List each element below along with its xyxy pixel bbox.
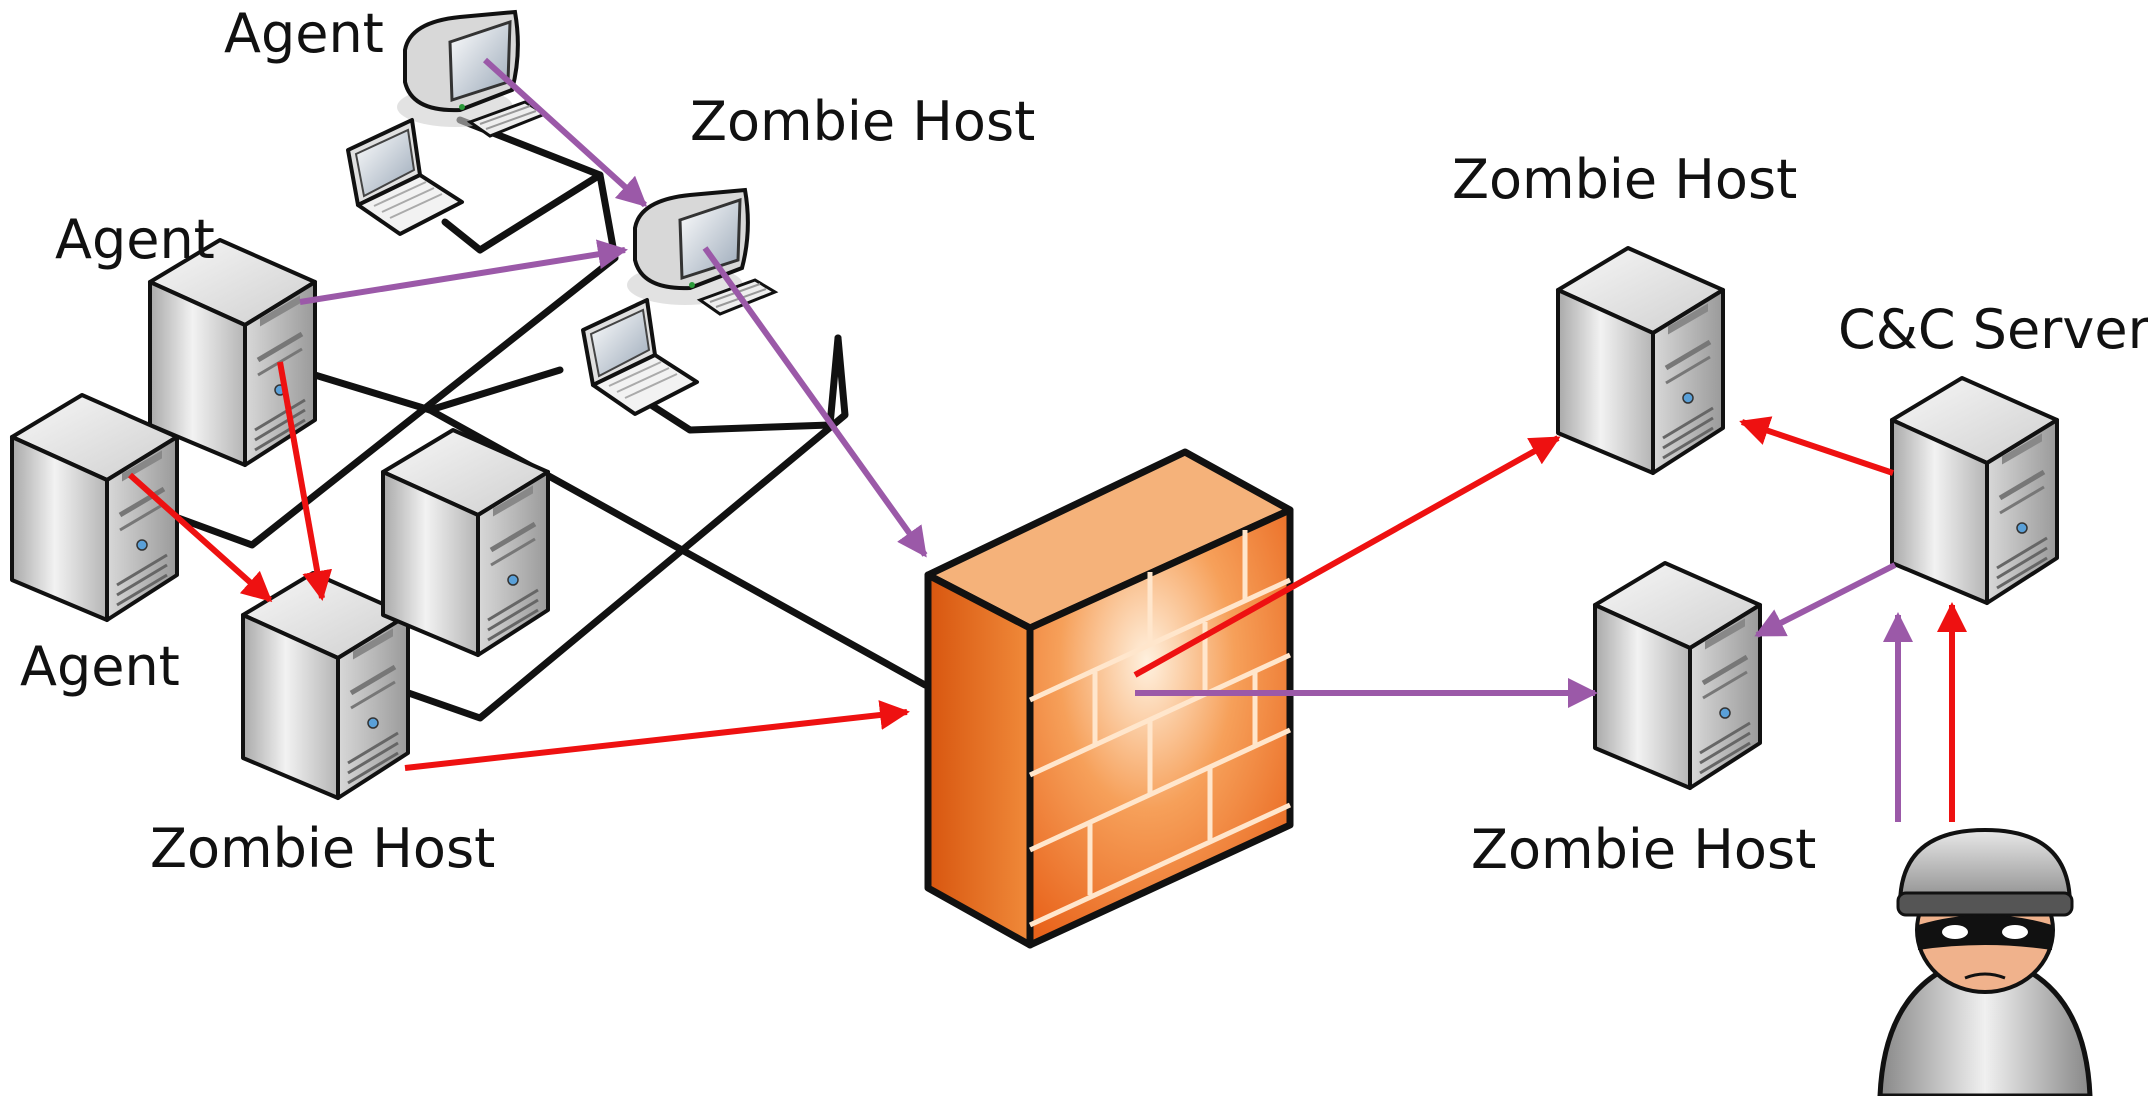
laptop-icon-top bbox=[346, 118, 464, 236]
purple-arrows bbox=[299, 57, 1913, 822]
label-zombie-top-right: Zombie Host bbox=[1452, 148, 1798, 211]
desktop-icon-agent-top bbox=[395, 10, 547, 138]
label-zombie-bottom-left: Zombie Host bbox=[150, 817, 496, 880]
label-agent-mid: Agent bbox=[55, 208, 215, 271]
red-arrows bbox=[128, 361, 1967, 822]
label-agent-top: Agent bbox=[224, 2, 384, 65]
server-icon-zombie-bottom-right bbox=[1595, 563, 1760, 788]
server-icon-cc-server bbox=[1892, 378, 2057, 603]
attacker-icon bbox=[1877, 827, 2093, 1096]
server-icon-agent-low bbox=[12, 395, 177, 620]
label-cc-server: C&C Server bbox=[1838, 298, 2148, 361]
label-zombie-top-center: Zombie Host bbox=[690, 90, 1036, 153]
label-agent-low: Agent bbox=[20, 635, 180, 698]
label-zombie-bottom-right: Zombie Host bbox=[1471, 818, 1817, 881]
server-icon-zombie-top-right bbox=[1558, 248, 1723, 473]
server-icon-center bbox=[383, 430, 548, 655]
firewall-icon bbox=[924, 448, 1294, 949]
laptop-icon-mid bbox=[581, 298, 699, 416]
desktop-icon-zombie-top bbox=[625, 188, 777, 316]
network-lines bbox=[166, 116, 929, 722]
